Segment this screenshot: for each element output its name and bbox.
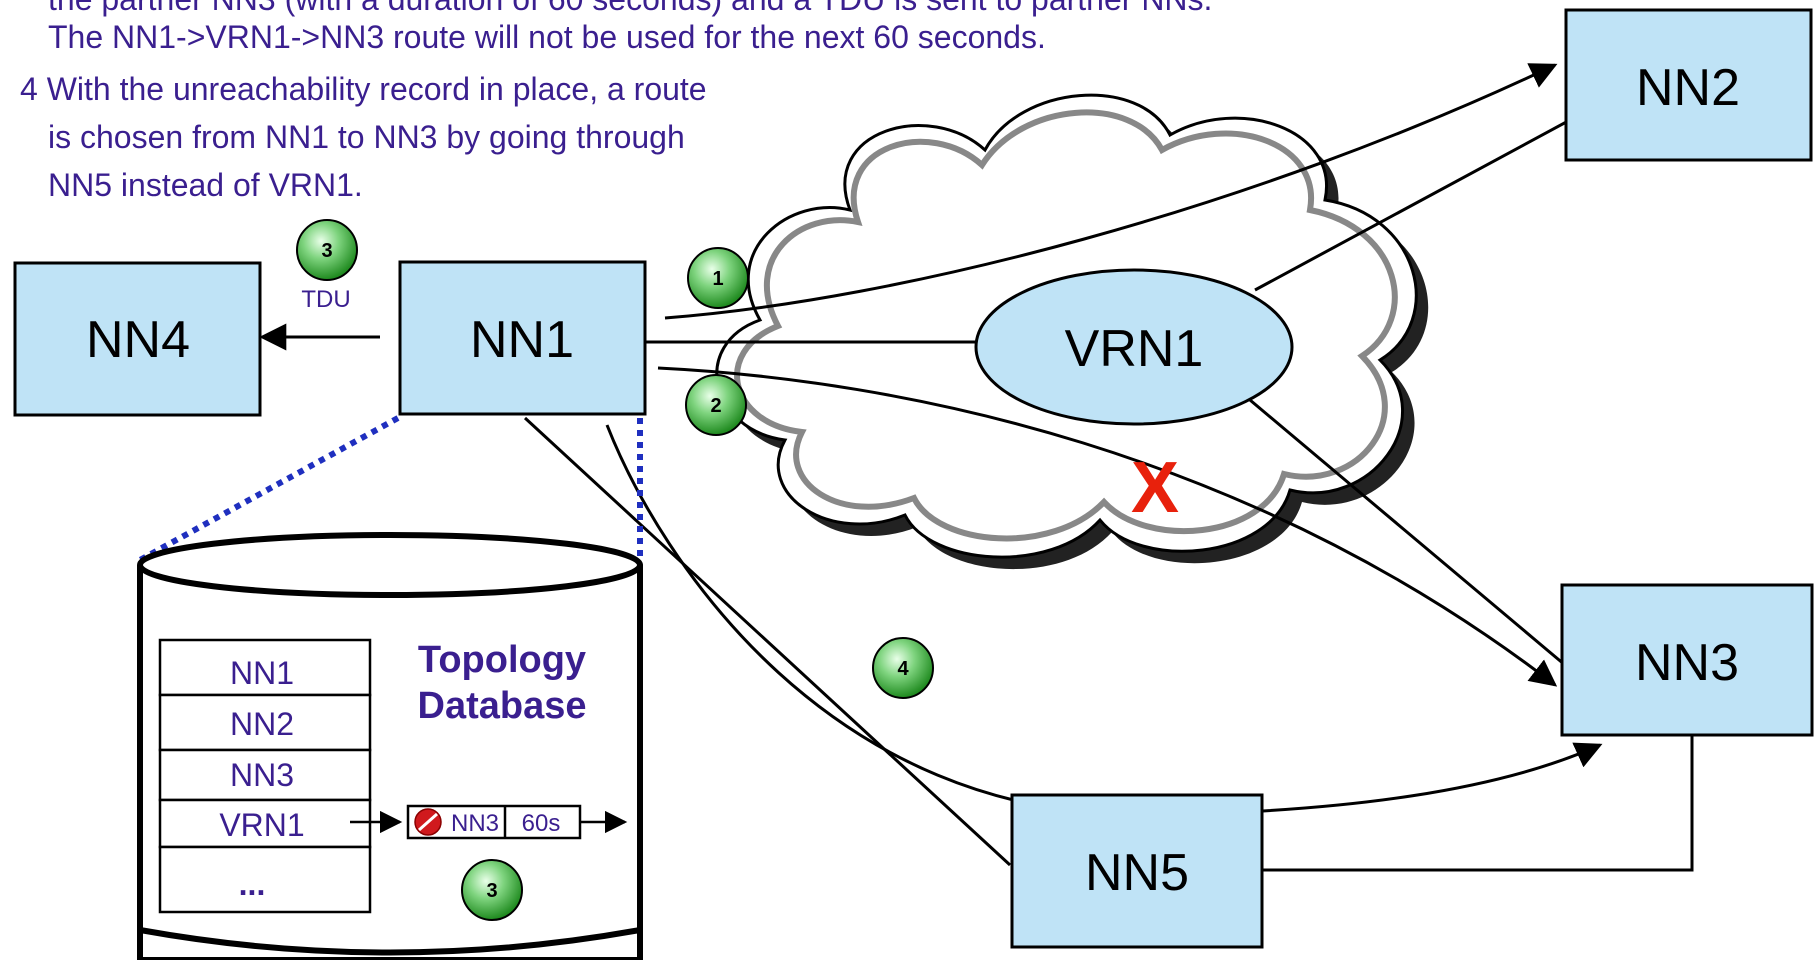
step-badge-1: 1 (687, 247, 749, 309)
vrn1-node (974, 268, 1294, 426)
record-target: NN3 (451, 810, 499, 837)
note-line-2: The NN1->VRN1->NN3 route will not be use… (48, 19, 1046, 55)
nn1-node (398, 260, 647, 416)
db-row-more: ... (239, 866, 266, 902)
db-row-nn2: NN2 (230, 706, 294, 742)
nn1-label: NN1 (470, 311, 574, 369)
db-title-line-2: Database (418, 685, 587, 727)
step-badge-2: 2 (685, 374, 747, 436)
record-duration: 60s (522, 810, 561, 837)
nn2-label: NN2 (1636, 59, 1740, 117)
nn3-label: NN3 (1635, 634, 1739, 692)
nn2-node (1564, 8, 1813, 162)
link-nn5-nn3 (1260, 735, 1694, 872)
note-line-1: the partner NN3 (with a duration of 60 s… (48, 0, 1212, 17)
unreachability-record (350, 804, 628, 840)
link-nn1-nn5 (523, 416, 1012, 867)
step-badge-3-db: 3 (461, 859, 523, 921)
note-step4-line-2: is chosen from NN1 to NN3 by going throu… (48, 119, 685, 155)
link-vrn1-nn3 (1249, 398, 1566, 667)
db-row-nn3: NN3 (230, 757, 294, 793)
tdu-label: TDU (301, 286, 350, 313)
link-vrn1-nn2 (1254, 118, 1571, 292)
route-2-arrow (657, 366, 1558, 687)
route-1-arrow (664, 63, 1558, 320)
db-row-nn1: NN1 (230, 655, 294, 691)
step-badge-4-label: 4 (897, 658, 909, 680)
unreachable-x-mark: X (1131, 448, 1179, 528)
db-title-line-1: Topology (418, 639, 586, 681)
db-link-dotted (138, 415, 643, 563)
nn4-label: NN4 (86, 311, 190, 369)
nn5-label: NN5 (1085, 844, 1189, 902)
nn4-node (13, 261, 262, 417)
db-table (158, 638, 372, 914)
step-badge-4: 4 (872, 637, 934, 699)
step-badge-3-top-label: 3 (321, 240, 332, 262)
nn3-node (1560, 583, 1814, 737)
step-badge-3-top: 3 (296, 219, 358, 281)
nn5-node (1010, 793, 1264, 949)
vrn1-label: VRN1 (1065, 320, 1204, 378)
step-badge-2-label: 2 (710, 395, 721, 417)
note-step4-line-3: NN5 instead of VRN1. (48, 167, 363, 203)
step-badge-1-label: 1 (712, 268, 723, 290)
step-badge-3-db-label: 3 (486, 880, 497, 902)
db-row-vrn1: VRN1 (219, 807, 304, 843)
note-step4-line-1: 4 With the unreachability record in plac… (20, 71, 707, 107)
